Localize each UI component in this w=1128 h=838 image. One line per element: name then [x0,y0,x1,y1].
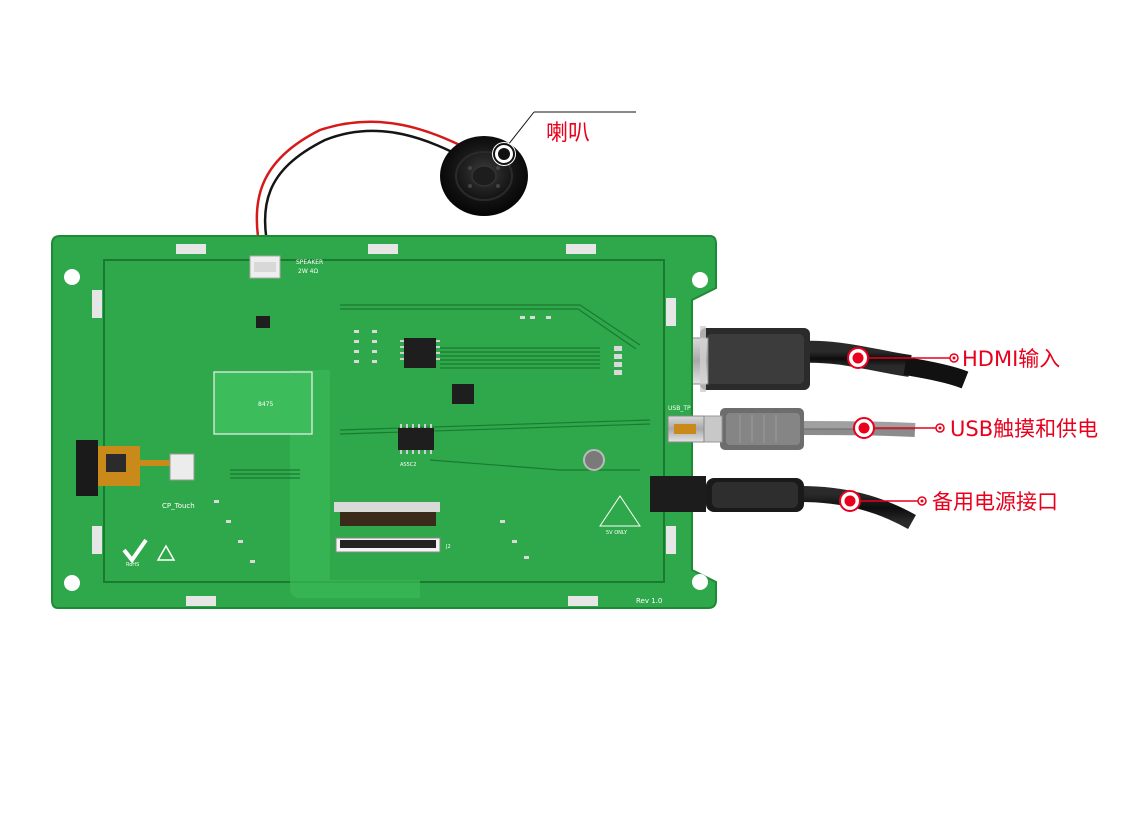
speaker-label: 喇叭 [546,121,591,146]
pcb-board: 8475 AS5C2 J2 SPEAKER 2W 4Ω [51,235,717,609]
usb-label: USB触摸和供电 [950,417,1099,441]
chip-label: 8475 [258,401,273,408]
ctp-label: CP_Touch [162,502,195,510]
callout-power [839,490,927,512]
speaker-wires [255,120,471,259]
power-warning: 5V ONLY [606,530,628,536]
speaker-spec: 2W 4Ω [298,268,318,275]
power-cable [706,478,916,530]
speaker-silk: SPEAKER [296,259,323,266]
callout-hdmi [847,347,959,369]
usb-silk: USB_TP [668,405,691,412]
power-label: 备用电源接口 [932,490,1058,514]
hdmi-label: HDMI输入 [962,347,1061,371]
callout-usb [853,417,945,439]
callout-speaker [492,111,636,166]
speaker-icon [440,136,528,216]
connector-label: J2 [445,544,451,550]
ic-label: AS5C2 [400,462,416,468]
rohs-label: RoHS [126,562,139,568]
revision-label: Rev 1.0 [636,597,662,605]
usb-cable [703,408,916,450]
